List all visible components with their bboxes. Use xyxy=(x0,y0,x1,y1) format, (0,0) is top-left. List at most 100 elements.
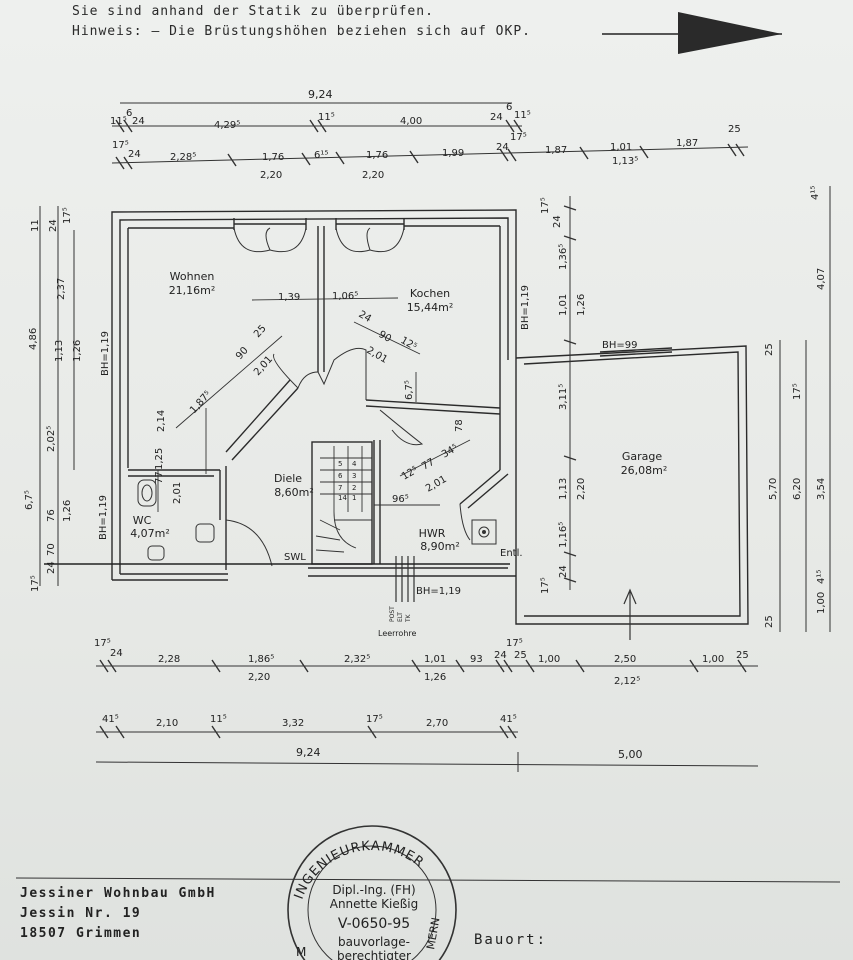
room-name-kochen: Kochen xyxy=(410,287,450,300)
stamp-ring-left: M xyxy=(296,945,306,959)
dim-label: 90 xyxy=(377,329,394,345)
dim-label: 17⁵ xyxy=(112,140,129,151)
dim-label: 1,87 xyxy=(545,145,567,156)
top-dimensions xyxy=(111,102,749,170)
dim-top-row3: 17⁵ 24 2,28⁵ 1,76 6¹⁵ 1,76 1,99 24 17⁵ 1… xyxy=(112,124,741,163)
dim-top-row3-below: 2,20 2,20 1,13⁵ xyxy=(260,156,638,181)
dim-label: 24 xyxy=(46,561,57,574)
dim-label: 12⁵ xyxy=(399,335,419,353)
dim-label: 24 xyxy=(552,215,563,228)
dim-label: 1,26 xyxy=(424,672,446,683)
right-outer-dim-labels: 4¹⁵ 4,07 25 17⁵ 5,70 6,20 3,54 4¹⁵ 1,00 … xyxy=(764,186,827,628)
garage-entry-arrow-icon xyxy=(623,588,637,640)
dim-top-row2: 11⁵ 6 24 4,29⁵ 11⁵ 4,00 24 6 11⁵ xyxy=(110,102,531,131)
dim-label: 41⁵ xyxy=(500,714,517,725)
stamp-line: Dipl.-Ing. (FH) xyxy=(332,883,415,897)
dim-label: 2,37 xyxy=(56,278,67,300)
dim-label: 1,01 xyxy=(424,654,446,665)
room-area-hwr: 8,90m² xyxy=(420,540,460,553)
dim-label: 2,20 xyxy=(576,478,587,500)
dim-label: 11⁵ xyxy=(210,714,227,725)
dim-label: 2,01 xyxy=(365,345,390,366)
dim-label: 24 xyxy=(357,309,374,325)
dim-label: 2,12⁵ xyxy=(614,676,640,687)
dim-label: 25 xyxy=(764,615,775,628)
dim-label: 1,99 xyxy=(442,148,464,159)
left-dim-labels: 11 24 17⁵ 2,37 4,86 1,13 1,26 2,02⁵ 6,7⁵… xyxy=(24,207,83,592)
room-name-wohnen: Wohnen xyxy=(170,270,215,283)
dim-label: 2,01 xyxy=(172,482,183,504)
stair-number: 7 xyxy=(338,484,342,492)
elt-label: ELT xyxy=(397,612,404,622)
bauort-label: Bauort: xyxy=(474,932,548,948)
dim-label: 2,70 xyxy=(426,718,448,729)
north-arrow-icon xyxy=(602,12,782,54)
dim-label: 17⁵ xyxy=(540,197,551,214)
dim-label: 17⁵ xyxy=(506,638,523,649)
dim-label: 2,50 xyxy=(614,654,636,665)
stamp-line: Annette Kießig xyxy=(330,897,419,911)
dim-bottom-total-house: 9,24 xyxy=(296,746,321,759)
dim-label: 2,01 xyxy=(252,354,275,378)
stamp-number: V-0650-95 xyxy=(338,916,410,932)
bottom-dimension-lines xyxy=(95,659,759,772)
stair-number: 2 xyxy=(352,484,356,492)
title-block-line xyxy=(15,877,841,883)
company-street: Jessin Nr. 19 xyxy=(20,906,142,921)
stamp-line: bauvorlage- xyxy=(338,935,410,949)
stair-number: 6 xyxy=(338,472,343,480)
dim-label: 2,20 xyxy=(248,672,270,683)
dim-label: 2,20 xyxy=(260,170,282,181)
room-name-diele: Diele xyxy=(274,472,302,485)
dim-label: 77 xyxy=(420,457,437,473)
company-name: Jessiner Wohnbau GmbH xyxy=(20,886,216,901)
dim-label: 6,7⁵ xyxy=(24,490,35,510)
leerrohre-pipes xyxy=(395,556,415,602)
dim-label: 1,86⁵ xyxy=(248,654,274,665)
company-city: 18507 Grimmen xyxy=(20,926,142,941)
bh-garage: BH=99 xyxy=(602,340,637,351)
room-area-diele: 8,60m² xyxy=(274,486,314,499)
right-outer-dimension-lines xyxy=(779,186,831,632)
dim-label: 1,87⁵ xyxy=(188,389,214,416)
dim-label: 11⁵ xyxy=(110,116,127,127)
dim-label: 4,07 xyxy=(816,268,827,290)
door-swings xyxy=(225,227,471,567)
left-dimension-lines xyxy=(39,206,75,586)
dim-label: 3,32 xyxy=(282,718,304,729)
dim-label: 96⁵ xyxy=(392,494,409,505)
dim-label: 4,00 xyxy=(400,116,422,127)
hinweis-note: Hinweis: – Die Brüstungshöhen beziehen s… xyxy=(72,24,531,39)
dim-label: 2,28⁵ xyxy=(170,152,196,163)
dim-label: 1,13⁵ xyxy=(612,156,638,167)
dim-label: 2,28 xyxy=(158,654,180,665)
dim-label: 1,26 xyxy=(576,294,587,316)
dim-label: 2,02⁵ xyxy=(46,426,57,452)
dim-bottom-total-garage: 5,00 xyxy=(618,748,643,761)
dim-label: 25 xyxy=(514,650,527,661)
bh-kochen: BH=1,19 xyxy=(520,285,531,330)
dim-label: 78 xyxy=(454,419,465,432)
bottom-dim-row1: 17⁵ 24 2,28 1,86⁵ 2,32⁵ 1,01 93 17⁵ 24 2… xyxy=(94,638,749,665)
dim-label: 93 xyxy=(470,654,483,665)
dim-label: 76 xyxy=(46,509,57,522)
dim-label: 25 xyxy=(736,650,749,661)
dim-label: 1,39 xyxy=(278,292,300,303)
dim-label: 4¹⁵ xyxy=(816,570,827,584)
dim-label: 24 xyxy=(48,219,59,232)
stair-number: 5 xyxy=(338,460,342,468)
post-label: POST xyxy=(389,606,396,622)
dim-top-total: 9,24 xyxy=(308,88,333,101)
dim-label: 1,00 xyxy=(816,592,827,614)
dim-label: 4¹⁵ xyxy=(810,186,821,200)
right-inner-dim-labels: 17⁵ 24 1,36⁵ 1,01 1,26 3,11⁵ 1,13 2,20 1… xyxy=(540,197,587,594)
dim-label: 41⁵ xyxy=(102,714,119,725)
dim-label: 24 xyxy=(490,112,503,123)
dim-label: 25 xyxy=(764,343,775,356)
room-name-wc: WC xyxy=(133,514,152,527)
stair-numbers: 14 1 2 3 4 5 6 7 xyxy=(338,460,357,502)
stamp-line: berechtigter xyxy=(337,949,411,960)
dim-label: 1,06⁵ xyxy=(332,291,358,302)
dim-label: 1,00 xyxy=(538,654,560,665)
